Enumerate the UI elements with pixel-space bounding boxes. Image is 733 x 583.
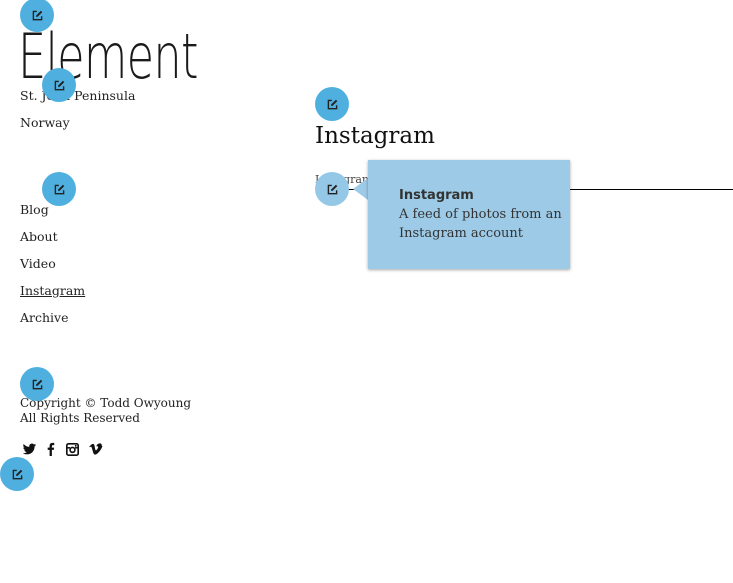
edit-icon: [12, 469, 22, 479]
nav-item-archive[interactable]: Archive: [20, 310, 69, 325]
copyright-text: Copyright © Todd Owyoung: [20, 396, 192, 410]
nav-item-blog[interactable]: Blog: [20, 202, 49, 217]
edit-footer-button[interactable]: [20, 367, 54, 401]
social-links: [22, 441, 103, 456]
page-title: Instagram: [315, 123, 435, 149]
edit-icon: [32, 10, 42, 20]
edit-page-title-button[interactable]: [315, 87, 349, 121]
vimeo-icon[interactable]: [88, 441, 103, 455]
tooltip-description: A feed of photos from an Instagram accou…: [399, 207, 562, 241]
edit-icon: [54, 184, 64, 194]
address-line-2: Norway: [20, 115, 70, 130]
nav-item-about[interactable]: About: [20, 229, 58, 244]
edit-icon: [54, 80, 64, 90]
edit-address-button[interactable]: [42, 68, 76, 102]
address-line-1: St. John Peninsula: [20, 88, 136, 103]
edit-icon: [327, 99, 337, 109]
nav-item-instagram[interactable]: Instagram: [20, 283, 86, 298]
edit-site-title-button[interactable]: [20, 0, 54, 32]
edit-social-button[interactable]: [0, 457, 34, 491]
edit-menu-button[interactable]: [42, 172, 76, 206]
rights-text: All Rights Reserved: [20, 411, 140, 425]
instagram-icon[interactable]: [66, 441, 80, 456]
tooltip-arrow: [353, 178, 368, 200]
facebook-icon[interactable]: [44, 441, 58, 456]
nav-item-video[interactable]: Video: [20, 256, 56, 271]
edit-icon: [327, 184, 337, 194]
widget-tooltip: Instagram A feed of photos from an Insta…: [368, 160, 570, 269]
edit-instagram-widget-button[interactable]: [315, 172, 349, 206]
twitter-icon[interactable]: [22, 441, 37, 455]
copyright: Copyright © Todd Owyoung All Rights Rese…: [20, 396, 191, 426]
edit-icon: [32, 379, 42, 389]
tooltip-title: Instagram: [399, 188, 474, 203]
